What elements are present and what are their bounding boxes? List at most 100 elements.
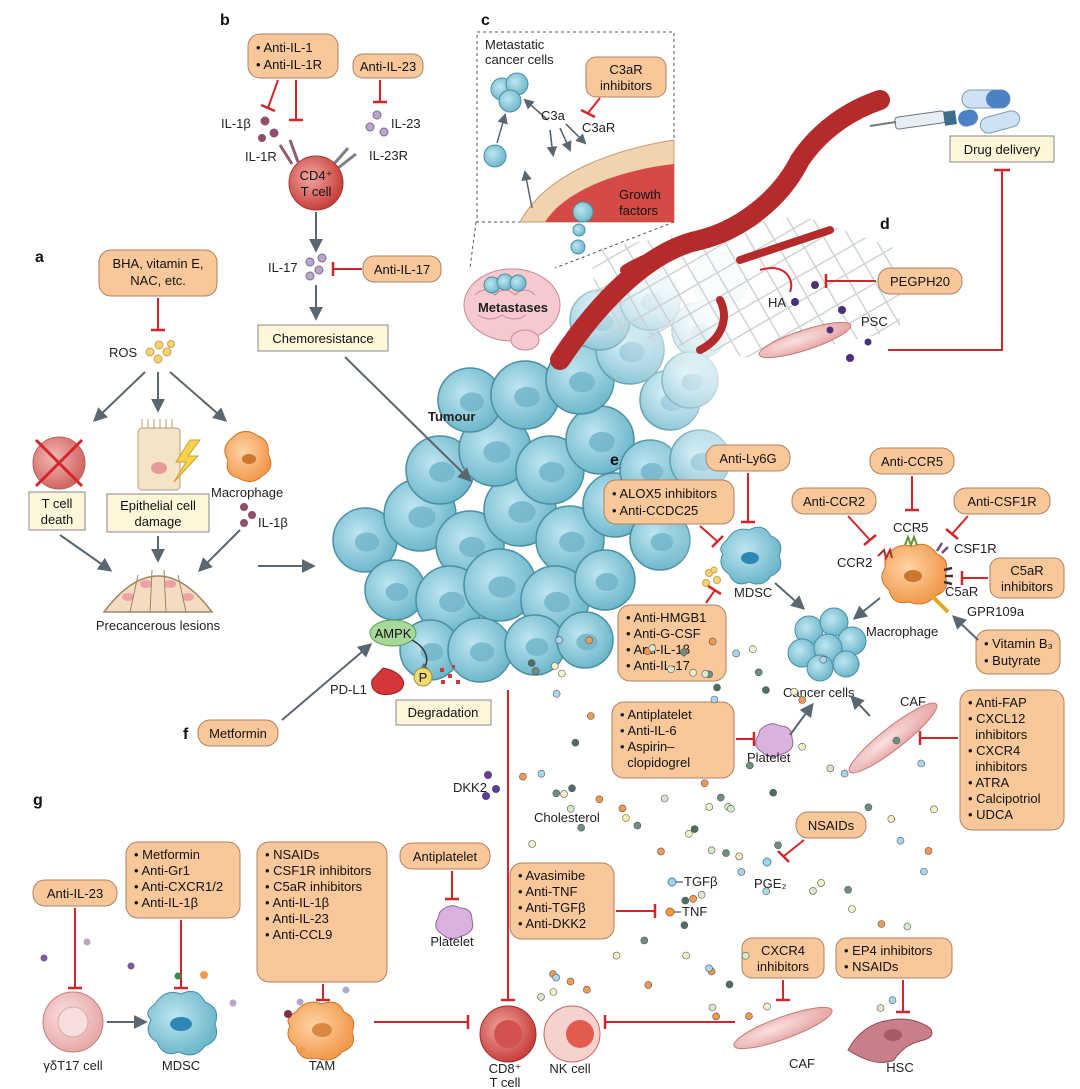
nsaids-g-line-4: • Anti-IL-1β: [265, 895, 329, 910]
degradation-box: [395, 699, 492, 726]
secreted-factor-dot: [689, 668, 697, 677]
panel-g: g Anti-IL-23 γδT17 cell • Metformin • An…: [32, 636, 953, 1089]
metformin-label-f: Metformin: [209, 726, 267, 741]
phospho-label: P: [419, 670, 428, 685]
secreted-factor-dot: [798, 742, 807, 751]
macrophage-to-lesion-arrow: [198, 529, 241, 572]
ampk-label: AMPK: [375, 626, 412, 641]
anti-fap-line-5: inhibitors: [968, 759, 1028, 774]
macrophage-a-nucleus: [242, 454, 256, 464]
secreted-factor-dot: [550, 662, 559, 670]
receptors-e: [877, 534, 953, 614]
vitamin-b3-arrow: [951, 615, 979, 641]
epithelial-damage-line-2: damage: [135, 514, 182, 529]
anti-hmgb1-inhibit-line: [705, 589, 716, 604]
caf-e-label: CAF: [900, 694, 926, 709]
brain-icon: [463, 268, 561, 351]
anti-ly6g-label: Anti-Ly6G: [719, 451, 776, 466]
metformin-box-f: [197, 719, 279, 747]
il1r-label: IL-1R: [245, 149, 277, 164]
anti-il23-box-g: [32, 879, 118, 907]
panel-g-molecules-left: [40, 938, 237, 1007]
antiplatelet-box-g: [399, 842, 491, 870]
secreted-factor-dot: [531, 667, 540, 675]
c3a-label: C3a: [541, 108, 566, 123]
cd4-label-2: T cell: [301, 184, 332, 199]
secreted-factor-dot: [745, 761, 754, 770]
secreted-factor-dot: [920, 867, 928, 876]
drug-delivery-inhibit-line: [888, 170, 1003, 351]
c3ar-inhibitors-line-1: C3aR: [609, 62, 642, 77]
anti-fap-box: [959, 689, 1065, 831]
blood-vessel-branch-3: [696, 296, 728, 354]
secreted-factor-dot: [519, 772, 527, 781]
avasimibe-line-4: • Anti-DKK2: [518, 916, 586, 931]
secreted-factor-dot: [583, 985, 591, 994]
vitamin-b3-box: [975, 629, 1061, 675]
antiplatelet-e-line-3: • Aspirin–: [620, 739, 675, 754]
mdsc-e-nucleus: [741, 552, 759, 564]
il23-molecules: [365, 110, 389, 137]
secreted-factor-dot: [689, 894, 698, 903]
mdsc-secreted-molecules: [702, 566, 721, 587]
panel-label-a: a: [35, 249, 44, 266]
metformin-g-line-2: • Anti-Gr1: [134, 863, 190, 878]
pdl1-label: PD-L1: [330, 682, 367, 697]
secreted-factor-dot: [552, 789, 561, 798]
anti-il1-line-2: • Anti-IL-1R: [256, 57, 322, 72]
c3ar-inhibit-bar: [580, 108, 596, 119]
il23r-receptor: [332, 147, 357, 170]
anti-fap-line-6: • ATRA: [968, 775, 1009, 790]
c3a-arrow: [523, 98, 549, 121]
anti-ccr5-box: [869, 447, 955, 475]
secreted-factor-dot: [682, 951, 690, 960]
pegph20-box: [877, 267, 963, 295]
secreted-factor-dot: [707, 846, 716, 855]
secreted-factor-dot: [648, 644, 657, 653]
secreted-factor-dot: [612, 951, 621, 960]
panel-label-c: c: [481, 12, 490, 29]
secreted-factor-dot: [537, 993, 545, 1001]
secreted-factor-dot: [571, 738, 580, 747]
secreted-factor-dot: [566, 804, 575, 813]
nsaids-small-inhibit-line: [783, 839, 805, 857]
precancerous-label: Precancerous lesions: [96, 618, 221, 633]
t-cell-death-line-2: death: [41, 512, 74, 527]
c3ar-inhibitors-line-2: inhibitors: [600, 78, 653, 93]
anti-il1-box: [247, 33, 339, 79]
secreted-factor-dot: [708, 637, 717, 646]
hsc-cell: [847, 1018, 933, 1063]
anti-ccr2-inhibit-line: [847, 515, 871, 541]
nsaids-box-small: [795, 811, 867, 839]
secreted-factor-dot: [690, 825, 699, 833]
anti-hmgb1-line-4: • Anti-IL-17: [626, 658, 690, 673]
cd8-label-1: CD8⁺: [489, 1061, 522, 1076]
panel-label-f: f: [183, 726, 189, 743]
metastatic-label-1: Metastatic: [485, 37, 545, 52]
avasimibe-line-3: • Anti-TGFβ: [518, 900, 586, 915]
metformin-box-g: [125, 841, 241, 919]
anti-il1-line-1: • Anti-IL-1: [256, 40, 313, 55]
antiplatelet-e-line-1: • Antiplatelet: [620, 707, 692, 722]
nsaids-g-line-2: • CSF1R inhibitors: [265, 863, 372, 878]
anti-hmgb1-line-3: • Anti-IL-1β: [626, 642, 690, 657]
dkk2-label: DKK2: [453, 780, 487, 795]
secreted-factor-dot: [552, 689, 561, 698]
secreted-factor-dot: [644, 981, 653, 989]
avasimibe-line-2: • Anti-TNF: [518, 884, 578, 899]
secreted-factor-dot: [595, 795, 604, 804]
c5ar-inhibitors-box: [989, 557, 1065, 599]
secreted-factor-dot: [819, 655, 828, 664]
metformin-g-line-3: • Anti-CXCR1/2: [134, 879, 223, 894]
secreted-factor-dot: [552, 973, 561, 982]
panel-a: a BHA, vitamin E, NAC, etc. ROS T cell d…: [28, 249, 316, 633]
tgfb-label: TGFβ: [684, 874, 717, 889]
antioxidants-line-1: BHA, vitamin E,: [112, 256, 203, 271]
gdt17-nucleus: [57, 1006, 89, 1038]
cd4-label-1: CD4⁺: [300, 168, 333, 183]
secreted-factor-dot: [660, 794, 669, 803]
anti-il1-inhibit-line-1: [267, 79, 279, 109]
secreted-factor-dot: [727, 804, 735, 813]
ep4-line-2: • NSAIDs: [844, 959, 899, 974]
anti-fap-line-3: inhibitors: [968, 727, 1028, 742]
